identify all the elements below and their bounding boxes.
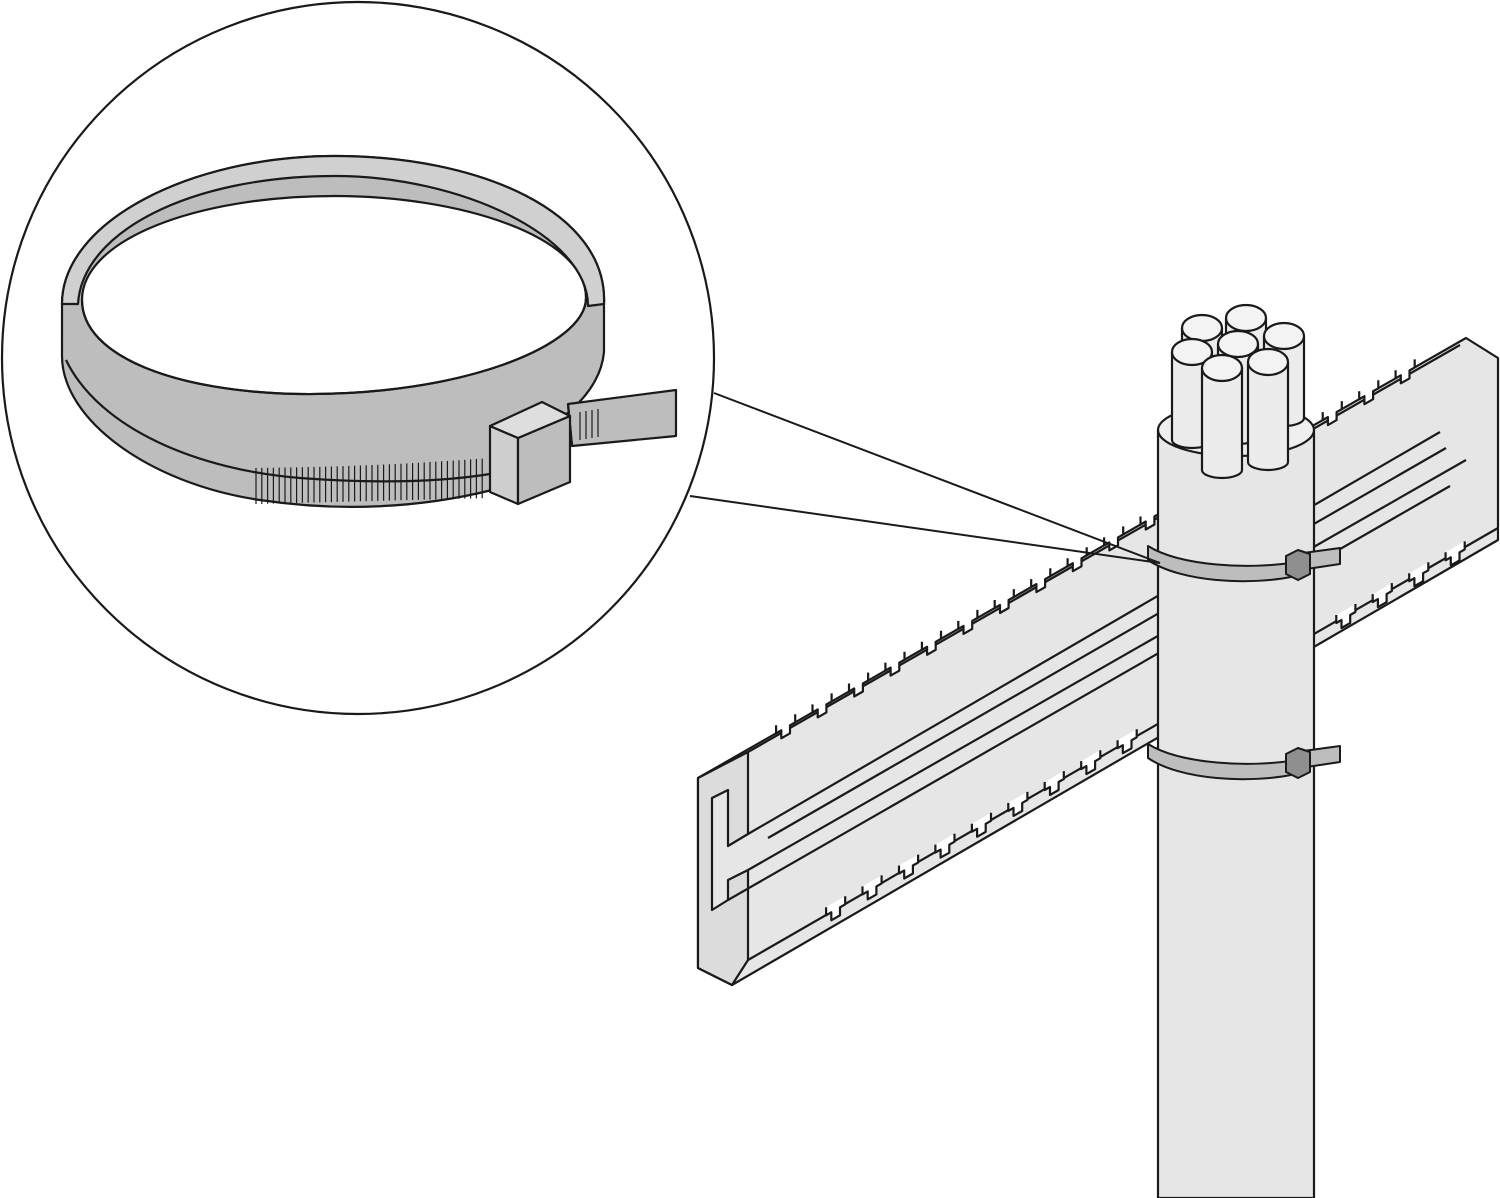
bundle-sheath xyxy=(1156,428,1316,1198)
rail-slots-bottom xyxy=(825,541,1466,922)
tie-band-inner-edge xyxy=(80,297,588,396)
rail-body xyxy=(696,336,1500,987)
rail-slot xyxy=(1444,541,1466,567)
tie-locking-head xyxy=(488,400,572,506)
inner-cable-end xyxy=(1170,337,1214,367)
tie-band-top-rim xyxy=(60,154,606,308)
rail-slot xyxy=(775,714,797,740)
callout-line-upper xyxy=(713,392,1161,564)
rail-channel-top xyxy=(747,344,1461,753)
rail-slot xyxy=(1335,604,1357,630)
rail-slot xyxy=(861,875,883,901)
cable-bundle xyxy=(1156,303,1316,1198)
rail-slot xyxy=(1066,547,1088,573)
inner-cables xyxy=(1170,303,1306,480)
tie-head-top xyxy=(488,400,572,440)
rail-slot xyxy=(1080,750,1102,776)
detail-circle-outline xyxy=(0,0,716,716)
inner-cable-end xyxy=(1200,353,1244,383)
rail-channel-lower xyxy=(727,485,1451,901)
inner-cable-end xyxy=(1246,347,1290,377)
cable-tie xyxy=(60,154,678,508)
rail-slot xyxy=(884,651,906,677)
bundle-tie xyxy=(1147,743,1341,781)
inner-cable-end xyxy=(1224,303,1268,333)
bundle-tie-head xyxy=(1285,747,1311,779)
detail-circle xyxy=(0,0,716,716)
rail-slot xyxy=(1371,583,1393,609)
rail-slot xyxy=(1394,359,1416,385)
rail-slot xyxy=(1007,791,1029,817)
bundle-tie-head xyxy=(1285,549,1311,581)
inner-cable xyxy=(1200,368,1244,480)
rail-slot xyxy=(811,693,833,719)
rail-slot xyxy=(1358,380,1380,406)
bundle-ties xyxy=(1147,545,1341,781)
inner-cable-end xyxy=(1180,313,1224,343)
bundle-tie xyxy=(1147,545,1341,583)
rail-channel-mid xyxy=(747,431,1441,835)
rail-slot xyxy=(934,833,956,859)
rail-slot xyxy=(1030,568,1052,594)
tie-tail-teeth xyxy=(579,409,599,440)
inner-cable xyxy=(1246,362,1290,472)
rail-end-profile xyxy=(696,750,750,987)
inner-cable-end xyxy=(1216,329,1260,359)
rail-channel-lower-lip xyxy=(747,459,1467,871)
rail-slot xyxy=(847,672,870,698)
tie-head-front xyxy=(488,424,520,506)
tie-band-teeth xyxy=(255,458,483,504)
rail-slot xyxy=(1321,401,1343,427)
rail-slots-top xyxy=(775,359,1416,740)
rail-slot xyxy=(920,630,943,656)
rail-slot xyxy=(897,854,920,880)
rail-slot xyxy=(970,812,993,838)
callout-lines xyxy=(689,392,1161,564)
inner-cable-end xyxy=(1262,321,1306,351)
rail-slot xyxy=(1043,771,1065,797)
rail-slot xyxy=(993,589,1015,615)
rail-slot xyxy=(1116,729,1138,755)
rail-slot xyxy=(1408,562,1430,588)
rail-channel-upper-lip xyxy=(767,447,1447,839)
rail-slot xyxy=(957,609,979,635)
slotted-mounting-rail xyxy=(696,336,1500,987)
rail-slot xyxy=(825,896,847,922)
callout-line-lower xyxy=(689,495,1161,564)
rail-slot xyxy=(1103,526,1125,552)
